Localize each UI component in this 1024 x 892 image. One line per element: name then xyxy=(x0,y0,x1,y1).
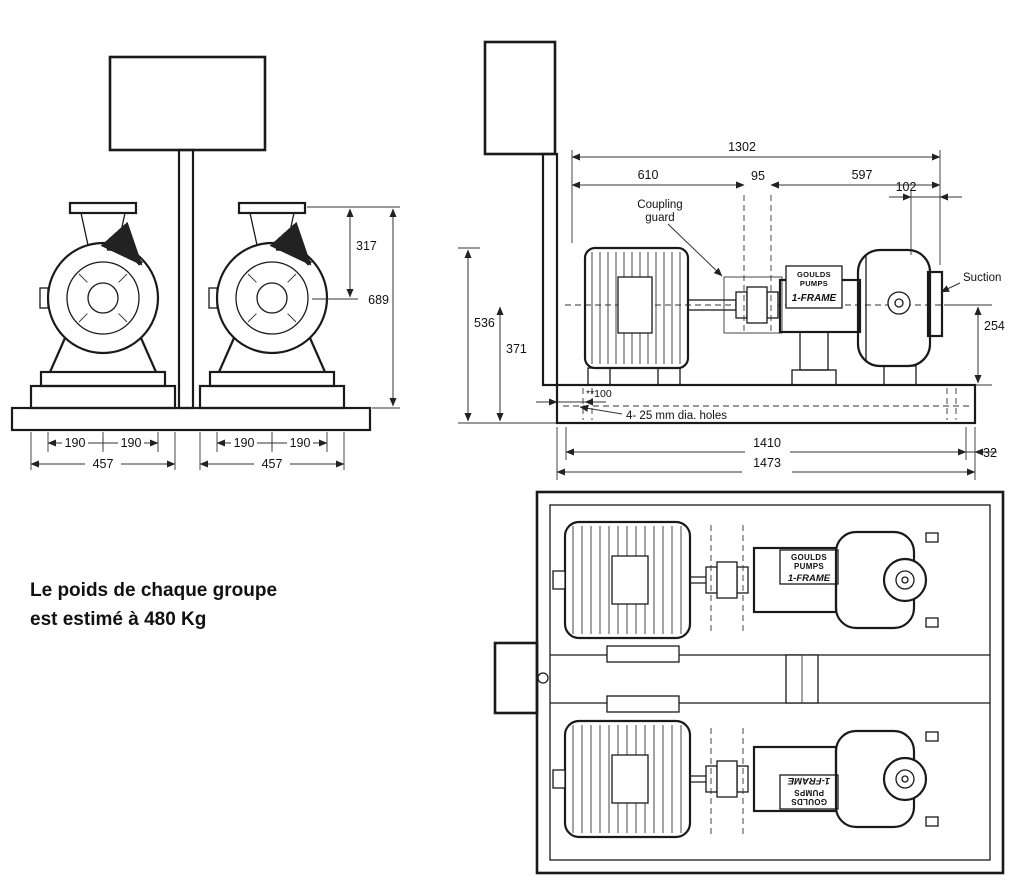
dim-102: 102 xyxy=(896,180,917,194)
holes-leader xyxy=(579,404,623,415)
plan-post-hole xyxy=(537,672,549,684)
coupling xyxy=(687,195,783,334)
dim-1410: 1410 xyxy=(753,436,781,450)
pump-front-left xyxy=(31,203,175,408)
plan-inner-frame xyxy=(549,504,991,861)
plan-view: GOULDS PUMPS 1-FRAME GOULDS PUMPS 1-FRAM… xyxy=(493,490,1005,875)
coupling-guard-leader xyxy=(667,223,723,277)
control-panel-front xyxy=(108,55,267,152)
plan-unit-bottom xyxy=(551,719,940,839)
dim-457: 457 xyxy=(93,457,114,471)
brand-pumps: PUMPS xyxy=(794,788,824,797)
holes-note-label: 4- 25 mm dia. holes xyxy=(626,410,727,422)
plan-crossbar-bottom xyxy=(606,695,680,713)
dim-190: 190 xyxy=(290,436,311,450)
front-view: 317 689 190 190 190 190 457 457 xyxy=(10,55,400,471)
brand-pumps: PUMPS xyxy=(800,279,828,288)
coupling-guard-label-2: guard xyxy=(645,212,674,224)
dim-190: 190 xyxy=(234,436,255,450)
plan-crossbar-top xyxy=(606,645,680,663)
dim-190: 190 xyxy=(65,436,86,450)
side-extension-lines xyxy=(458,150,992,480)
dim-371: 371 xyxy=(506,342,527,356)
dim-100: **100 xyxy=(586,388,612,400)
plan-post-stub xyxy=(493,641,539,715)
coupling-guard-box xyxy=(723,276,783,334)
brand-plate-side xyxy=(785,265,843,309)
baseplate-front xyxy=(10,406,372,432)
brand-goulds: GOULDS xyxy=(791,553,827,562)
baseplate-side xyxy=(555,383,977,425)
dim-1473: 1473 xyxy=(753,456,781,470)
support-post-front xyxy=(177,148,195,410)
pump-front-right xyxy=(200,203,344,408)
coupling-guard-label-1: Coupling xyxy=(637,199,682,211)
brand-goulds: GOULDS xyxy=(791,797,827,806)
weight-note-line2: est estimé à 480 Kg xyxy=(30,609,206,630)
control-panel-side xyxy=(483,40,557,156)
dim-32: 32 xyxy=(983,446,997,460)
brand-plate-bottom-rotated: GOULDS PUMPS 1-FRAME xyxy=(787,775,830,806)
brand-goulds: GOULDS xyxy=(797,270,831,279)
baseplate-bolt-holes xyxy=(563,388,969,420)
brand-pumps: PUMPS xyxy=(794,562,824,571)
dim-317: 317 xyxy=(356,239,377,253)
suction-leader xyxy=(940,282,961,293)
brand-frame: 1-FRAME xyxy=(788,573,831,584)
side-view: GOULDS PUMPS 1-FRAME 1302 610 95 xyxy=(458,40,1005,480)
dim-1302: 1302 xyxy=(728,140,756,154)
dim-597: 597 xyxy=(852,168,873,182)
pump-side: GOULDS PUMPS 1-FRAME xyxy=(778,248,944,386)
motor-side xyxy=(583,246,690,386)
weight-note: Le poids de chaque groupe est estimé à 4… xyxy=(30,580,277,630)
suction-label: Suction xyxy=(963,272,1001,284)
brand-frame: 1-FRAME xyxy=(792,293,837,304)
dim-457: 457 xyxy=(262,457,283,471)
weight-note-line1: Le poids de chaque groupe xyxy=(30,580,277,601)
dim-689: 689 xyxy=(368,293,389,307)
brand-frame: 1-FRAME xyxy=(787,775,830,786)
dim-95: 95 xyxy=(751,169,765,183)
dim-254: 254 xyxy=(984,319,1005,333)
plan-outer-frame xyxy=(535,490,1005,875)
suction-flange xyxy=(926,270,944,338)
dim-190: 190 xyxy=(121,436,142,450)
dim-536: 536 xyxy=(474,316,495,330)
plan-unit-top xyxy=(551,520,940,640)
dim-610: 610 xyxy=(638,168,659,182)
support-post-side xyxy=(541,152,559,387)
